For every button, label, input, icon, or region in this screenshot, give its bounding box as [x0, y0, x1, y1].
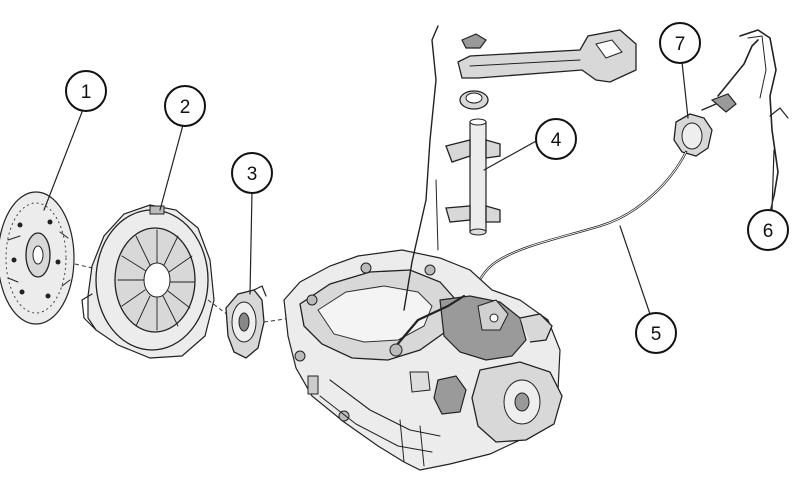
- callout-7: 7: [659, 22, 701, 64]
- pressure-plate: [81, 204, 233, 359]
- release-bearing: [225, 285, 293, 359]
- clutch-disc: [0, 191, 111, 325]
- callout-2: 2: [164, 85, 206, 127]
- clutch-cable: [463, 150, 688, 305]
- callout-1-label: 1: [81, 82, 92, 103]
- callout-4: 4: [535, 118, 577, 160]
- callout-5-label: 5: [651, 324, 662, 345]
- release-fork-assembly: [445, 29, 637, 236]
- callout-6: 6: [747, 209, 789, 251]
- callout-7-label: 7: [675, 34, 686, 55]
- gearbox-housing: [283, 25, 563, 471]
- callout-2-label: 2: [180, 97, 191, 118]
- callout-1: 1: [65, 70, 107, 112]
- leader-lines: [43, 61, 775, 315]
- callout-3-label: 3: [247, 164, 258, 185]
- callout-5: 5: [635, 312, 677, 354]
- callout-3: 3: [231, 152, 273, 194]
- callout-6-label: 6: [763, 221, 774, 242]
- callout-4-label: 4: [551, 130, 562, 151]
- cable-adjuster: [673, 39, 759, 157]
